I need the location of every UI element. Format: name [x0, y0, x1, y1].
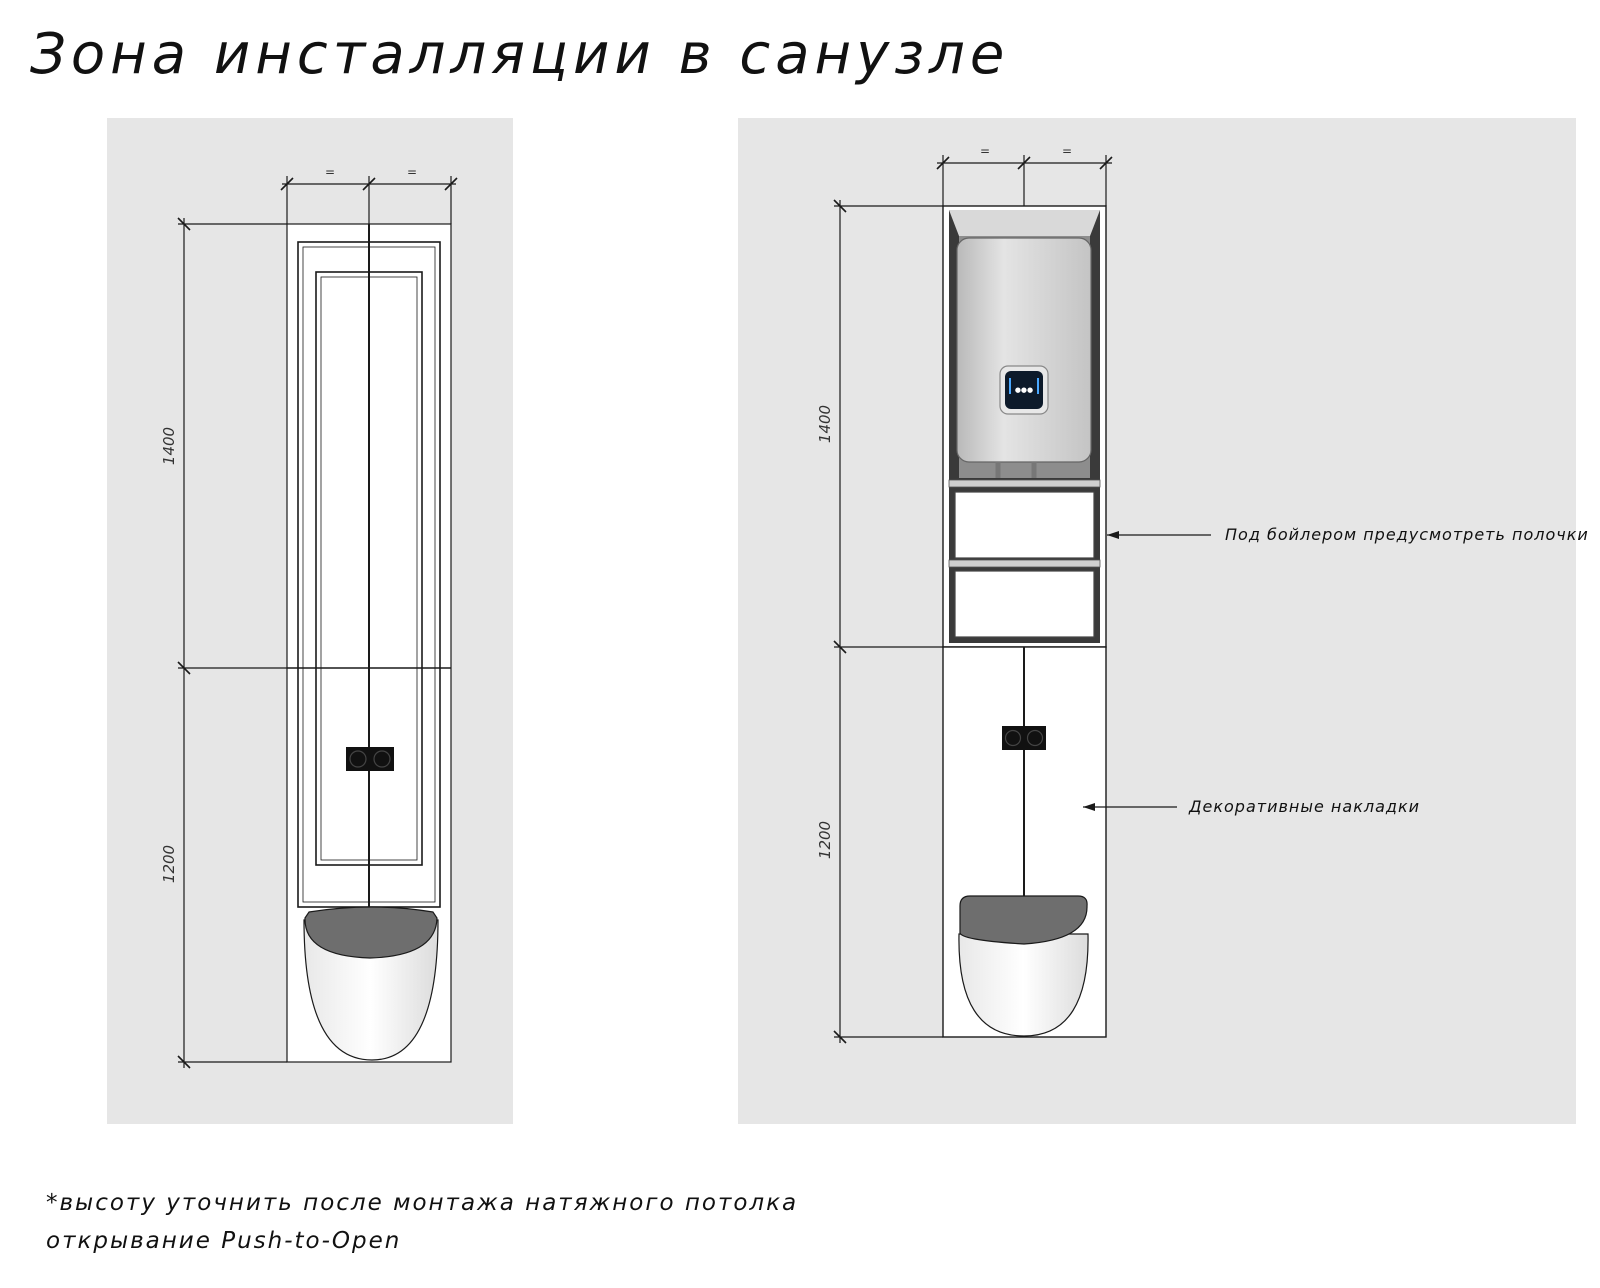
svg-text:●●●: ●●● — [1015, 386, 1033, 394]
right-elevation: ●●● — [833, 155, 1211, 1044]
right-shelf-1 — [954, 491, 1095, 559]
note-ceiling-height: *высоту уточнить после монтажа натяжного… — [46, 1190, 799, 1216]
right-elevation-panel — [738, 118, 1576, 1124]
callout-shelves: Под бойлером предусмотреть полочки — [1225, 525, 1589, 544]
water-heater-boiler: ●●● — [956, 237, 1092, 478]
right-width-mark-1: = — [980, 144, 990, 158]
right-height-upper: 1400 — [816, 405, 834, 443]
callout-overlays: Декоративные накладки — [1189, 797, 1421, 816]
note-push-to-open: открывание Push-to-Open — [46, 1228, 402, 1254]
left-height-lower: 1200 — [160, 845, 178, 883]
left-toilet — [303, 906, 439, 1061]
right-shelf-2 — [954, 570, 1095, 638]
right-toilet — [958, 895, 1089, 1037]
left-width-mark-1: = — [325, 165, 335, 179]
right-width-mark-2: = — [1062, 144, 1072, 158]
left-width-mark-2: = — [407, 165, 417, 179]
right-height-lower: 1200 — [816, 821, 834, 859]
left-height-upper: 1400 — [160, 427, 178, 465]
left-elevation — [177, 176, 458, 1069]
page-title: Зона инсталляции в санузле — [30, 22, 1010, 87]
